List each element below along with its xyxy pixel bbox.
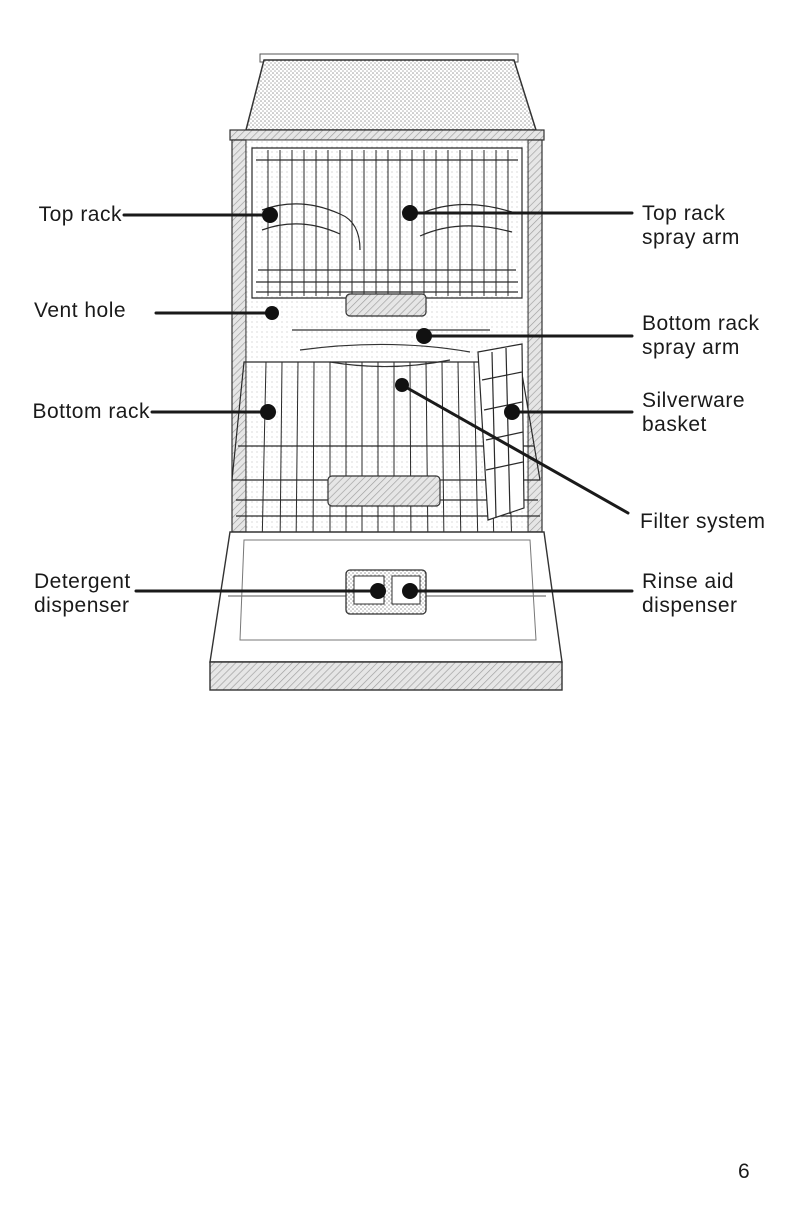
label-top-rack: Top rack: [20, 203, 122, 227]
dot-top-rack-spray-arm: [402, 205, 418, 221]
label-detergent-dispenser: Detergent dispenser: [34, 570, 131, 618]
label-filter-system: Filter system: [640, 510, 766, 534]
label-rinse-aid-dispenser: Rinse aid dispenser: [642, 570, 738, 618]
dot-vent-hole: [265, 306, 279, 320]
label-top-rack-spray-arm: Top rack spray arm: [642, 202, 740, 250]
dot-bottom-rack: [260, 404, 276, 420]
label-silverware-basket: Silverware basket: [642, 389, 745, 437]
label-bottom-rack-spray-arm: Bottom rack spray arm: [642, 312, 760, 360]
label-vent-hole: Vent hole: [34, 299, 126, 323]
page-number: 6: [738, 1160, 750, 1184]
dot-filter-system: [395, 378, 409, 392]
dot-bottom-rack-spray-arm: [416, 328, 432, 344]
dot-rinse-aid-dispenser: [402, 583, 418, 599]
label-bottom-rack: Bottom rack: [4, 400, 150, 424]
dot-silverware-basket: [504, 404, 520, 420]
bottom-rack-handle: [328, 476, 440, 506]
top-rack-handle: [346, 294, 426, 316]
countertop-cover: [230, 54, 544, 140]
dot-top-rack: [262, 207, 278, 223]
dot-detergent-dispenser: [370, 583, 386, 599]
